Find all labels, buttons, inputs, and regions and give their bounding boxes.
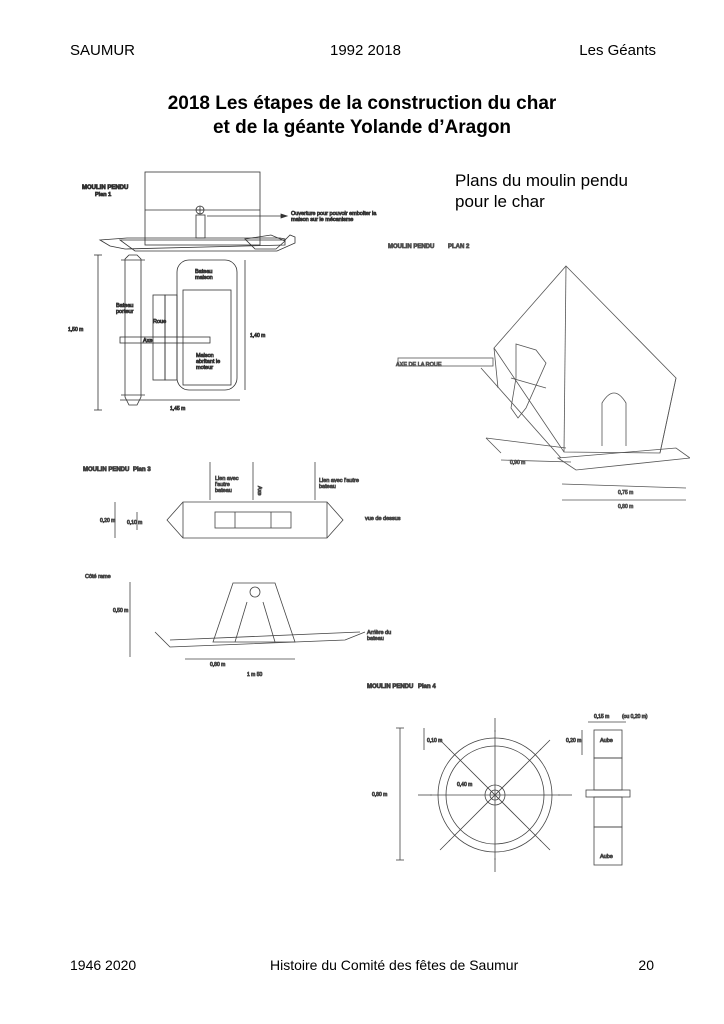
- plan1-maison-3: moteur: [196, 365, 213, 371]
- plan1-note-1: Ouverture pour pouvoir emboiter la: [291, 211, 377, 217]
- plan3-boat-top-view: [166, 501, 344, 539]
- plan4-aube-top: [593, 729, 623, 759]
- header-left: SAUMUR: [70, 42, 136, 59]
- plan2-dim-2: 0,75 m: [618, 490, 633, 496]
- plan3-cote-rame: Côté rame: [85, 574, 111, 580]
- plan3-arriere-1: Arrière du: [367, 630, 391, 636]
- plan3-hull-side: [154, 631, 366, 648]
- plan3-lien2-2: bateau: [319, 484, 336, 490]
- plan1-house-elevation: [144, 171, 261, 246]
- plan4-title: MOULIN PENDU: [367, 684, 413, 690]
- plan3-side-frame: [212, 582, 296, 643]
- plan-2-drawing: MOULIN PENDU PLAN 2 AXE DE LA ROUE 0,90 …: [386, 238, 690, 510]
- plan4-aube-bottom: [593, 826, 623, 866]
- plan3-axe: Axe: [256, 486, 262, 495]
- plan1-bateau-maison-2: maison: [195, 275, 213, 281]
- plan1-roue: [164, 294, 178, 381]
- caption: Plans du moulin pendu pour le char: [455, 170, 628, 212]
- footer-left: 1946 2020: [70, 957, 137, 973]
- plan1-axe: [119, 336, 211, 344]
- plan4-dim-height: 0,80 m: [372, 792, 387, 798]
- plan2-subtitle: PLAN 2: [448, 244, 470, 250]
- plan1-title: MOULIN PENDU: [82, 185, 128, 191]
- plan1-maison-1: Maison: [196, 353, 214, 359]
- plan1-subtitle: Plan 1: [95, 192, 111, 198]
- plan2-door: [601, 392, 627, 446]
- footer-center: Histoire du Comité des fêtes de Saumur: [270, 957, 519, 973]
- plan1-axe-label: Axe: [143, 338, 152, 344]
- plan3-subtitle: Plan 3: [133, 467, 151, 473]
- page-title: 2018 Les étapes de la construction du ch…: [0, 92, 724, 140]
- plan2-axe-label: AXE DE LA ROUE: [396, 362, 442, 368]
- plan4-hub: [585, 789, 631, 798]
- plan1-bateau-maison-1: Bateau: [195, 269, 212, 275]
- plan1-dim-right: 1,40 m: [250, 333, 265, 339]
- plan1-dim-left: 1,50 m: [68, 327, 83, 333]
- plan4-dim-small: 0,10 m: [427, 738, 442, 744]
- plan4-subtitle: Plan 4: [418, 684, 436, 690]
- plan4-wheel: [418, 718, 572, 872]
- plan2-dim-3: 0,80 m: [618, 504, 633, 510]
- plan3-lien1-2: l'autre: [215, 482, 230, 488]
- caption-line-2: pour le char: [455, 192, 545, 211]
- plan2-dim-1: 0,90 m: [510, 460, 525, 466]
- plan2-house: [493, 265, 677, 454]
- plan1-boat-left: [98, 237, 286, 250]
- footer-page-number: 20: [638, 957, 654, 973]
- plan1-bateau-porteur: [124, 254, 142, 406]
- plan3-dim-h: 0,50 m: [113, 608, 128, 614]
- plan3-title: MOULIN PENDU: [83, 467, 129, 473]
- plan3-lien2-1: Lien avec l'autre: [319, 478, 359, 484]
- plan3-axle-circle: [249, 586, 261, 598]
- plan3-vue-dessus: vue de dessus: [365, 516, 401, 522]
- plan3-lien1-3: bateau: [215, 488, 232, 494]
- plan3-dim-b: 0,10 m: [127, 520, 142, 526]
- plan1-maison: [182, 289, 232, 386]
- plan1-note-2: maison sur le mécanisme: [291, 217, 353, 223]
- plan1-bateau-porteur-2: porteur: [116, 309, 134, 315]
- plan4-dim-side: 0,20 m: [566, 738, 581, 744]
- plan-3-drawing: MOULIN PENDU Plan 3 Lien avec l'autre ba…: [75, 462, 407, 684]
- plan4-aube-2: Aube: [600, 854, 613, 860]
- plan2-axle: [397, 357, 494, 367]
- plan1-roue-label: Roue: [153, 319, 166, 325]
- plan4-aube-1: Aube: [600, 738, 613, 744]
- caption-line-1: Plans du moulin pendu: [455, 171, 628, 190]
- plan1-dim-bottom: 1,45 m: [170, 406, 185, 412]
- header-center: 1992 2018: [330, 42, 401, 59]
- plan4-dim-top: 0,15 m: [594, 714, 609, 720]
- plan3-dim-d: 1 m 50: [247, 672, 263, 678]
- header-right: Les Géants: [579, 42, 656, 59]
- plan2-title: MOULIN PENDU: [388, 244, 434, 250]
- plan1-bateau-porteur-1: Bateau: [116, 303, 133, 309]
- plan4-dim-radius: 0,40 m: [457, 782, 472, 788]
- plan-1-drawing: MOULIN PENDU Plan 1 Ouverture pour pouvo…: [65, 165, 390, 420]
- title-line-1: 2018 Les étapes de la construction du ch…: [167, 93, 557, 114]
- plan3-dim-a: 0,20 m: [100, 518, 115, 524]
- title-line-2: et de la géante Yolande d’Aragon: [212, 117, 512, 138]
- plan4-dim-top-note: (ou 0,20 m): [622, 714, 648, 720]
- plan3-arriere-2: bateau: [367, 636, 384, 642]
- plan2-hull: [556, 447, 690, 471]
- plan3-lien1-1: Lien avec: [215, 476, 239, 482]
- plan1-maison-2: abritant le: [196, 359, 220, 365]
- plan3-dim-c: 0,80 m: [210, 662, 225, 668]
- plan-4-drawing: MOULIN PENDU Plan 4 0,80 m 0,10 m 0,4: [360, 680, 680, 895]
